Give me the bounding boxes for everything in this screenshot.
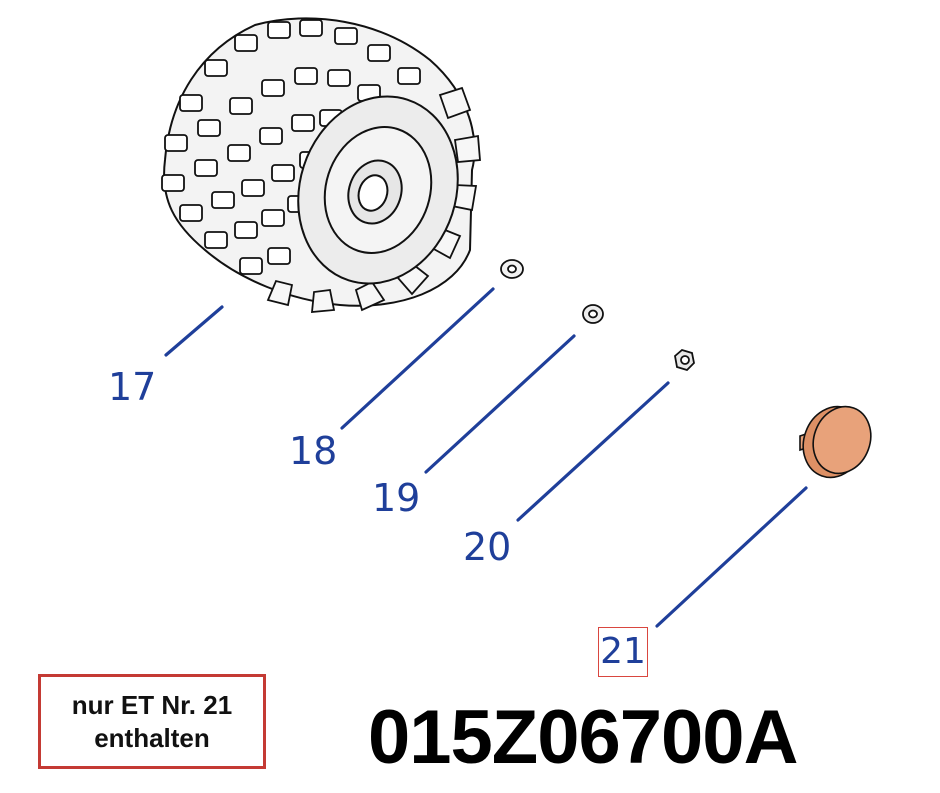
hub-cap-illustration [799, 405, 872, 479]
lock-washer-illustration [582, 304, 604, 324]
callout-20: 20 [463, 525, 512, 569]
leader-line-19 [424, 334, 576, 474]
callout-17: 17 [108, 365, 157, 409]
leader-line-20 [516, 381, 670, 522]
callout-18: 18 [289, 429, 338, 473]
leader-line-21 [655, 486, 808, 628]
note-line-1: nur ET Nr. 21 [71, 690, 233, 720]
wheel-tire-illustration [161, 17, 481, 313]
included-parts-note: nur ET Nr. 21 enthalten [38, 674, 266, 769]
leader-line-18 [340, 287, 495, 430]
callout-19: 19 [372, 476, 421, 520]
leader-line-17 [164, 305, 224, 357]
note-line-2: enthalten [94, 722, 210, 753]
callout-21-highlighted: 21 [598, 627, 648, 677]
part-number: 015Z06700A [368, 695, 798, 780]
washer-illustration [500, 259, 524, 279]
leader-lines [164, 287, 808, 628]
nut-illustration [674, 348, 695, 372]
